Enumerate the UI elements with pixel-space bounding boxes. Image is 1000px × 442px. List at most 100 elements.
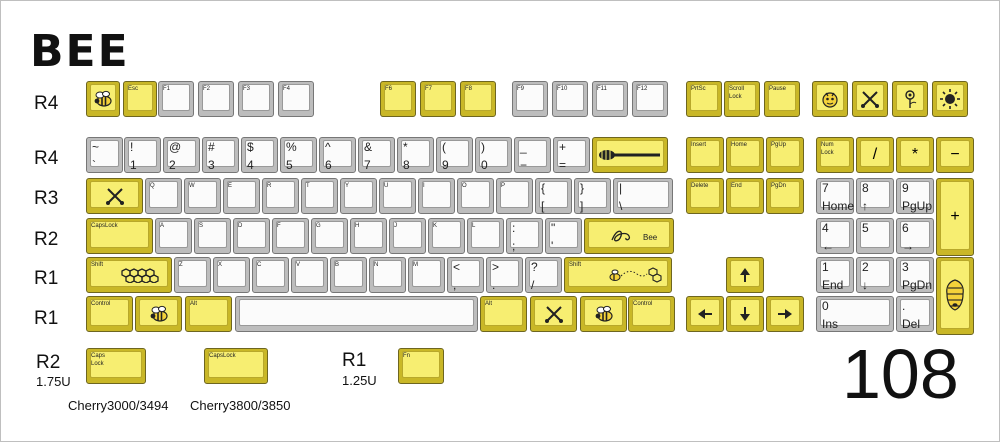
key-legend: ) <box>481 140 485 154</box>
key-legend: / <box>531 278 535 292</box>
key-win-left <box>135 296 182 332</box>
r1-size: 1.25U <box>342 373 377 388</box>
keycap-face <box>334 260 363 287</box>
key-quote: "' <box>545 218 582 254</box>
key-num-divide: / <box>856 137 894 173</box>
key-legend: ? <box>531 260 538 274</box>
key-home: Home <box>726 137 764 173</box>
keycap-face <box>556 84 584 111</box>
keycap-face <box>149 181 178 208</box>
key-f8: F9 <box>512 81 548 117</box>
key-legend: O <box>462 183 467 189</box>
key-legend: ] <box>580 199 584 213</box>
keycap-face <box>464 84 492 111</box>
keycap-face <box>461 181 490 208</box>
keycap-face <box>856 84 884 111</box>
keycap-face <box>632 299 671 326</box>
key-count: 108 <box>842 335 959 413</box>
key-legend: Ins <box>822 317 839 331</box>
keycap-face <box>534 299 573 326</box>
key-legend: Alt <box>485 301 493 307</box>
bee-icon <box>87 82 119 116</box>
key-t: T <box>301 178 338 214</box>
keycap-face <box>305 181 334 208</box>
key-esc: Esc <box>123 81 157 117</box>
key-num-4: 4← <box>816 218 854 254</box>
key-arrow-down <box>726 296 764 332</box>
key-legend: | <box>619 181 623 195</box>
key-end: End <box>726 178 764 214</box>
keycap-face <box>617 181 669 208</box>
key-s: S <box>194 218 231 254</box>
key-legend: 1 <box>822 260 829 274</box>
keycap-face <box>730 299 760 326</box>
swords-icon <box>87 179 142 213</box>
key-f3: F3 <box>238 81 274 117</box>
key-legend: 8 <box>403 158 410 172</box>
key-sun-key <box>932 81 968 117</box>
keycap-face <box>245 140 274 167</box>
r2-size: 1.75U <box>36 374 71 389</box>
key-num-enter <box>936 257 974 335</box>
keycap-face <box>90 351 142 378</box>
key-legend: Control <box>91 301 111 307</box>
key-legend: PgDn <box>771 183 787 189</box>
key-x: X <box>213 257 250 293</box>
key-legend: ↓ <box>862 278 868 292</box>
key-capslock-1.75u-a: Caps Lock <box>86 348 146 384</box>
key-legend: F3 <box>243 86 251 92</box>
key-legend: < <box>453 260 461 274</box>
key-legend: E <box>228 183 233 189</box>
key-digit-0: )0 <box>475 137 512 173</box>
key-m: M <box>408 257 445 293</box>
key-legend: M <box>413 262 418 268</box>
key-g: G <box>311 218 348 254</box>
key-legend: _ <box>520 140 527 154</box>
r1-label: R1 <box>342 350 367 371</box>
keycap-face <box>900 299 930 326</box>
key-digit-6: ^6 <box>319 137 356 173</box>
key-b: B <box>330 257 367 293</box>
keycap-face <box>206 140 235 167</box>
keycap-face <box>373 260 402 287</box>
keycap-face <box>178 260 207 287</box>
arrow-up-icon <box>727 258 763 292</box>
key-legend: 2 <box>862 260 869 274</box>
key-legend: B <box>335 262 340 268</box>
signature-icon <box>585 219 673 253</box>
key-legend: ~ <box>92 140 100 154</box>
key-f4: F4 <box>278 81 314 117</box>
key-legend: F6 <box>385 86 393 92</box>
arrow-left-icon <box>687 297 723 331</box>
key-capslock-1.75u-b: CapsLock <box>204 348 268 384</box>
keycap-face <box>189 299 228 326</box>
row-label-r1: R1 <box>34 268 59 289</box>
key-digit-5: %5 <box>280 137 317 173</box>
keycap-face <box>295 260 324 287</box>
keycap-face <box>90 140 119 167</box>
key-legend: # <box>208 140 215 154</box>
keycap-face <box>128 140 157 167</box>
keycap-face <box>344 181 373 208</box>
key-digit-3: #3 <box>202 137 239 173</box>
key-legend: ( <box>442 140 446 154</box>
key-legend: 4 <box>247 158 254 172</box>
keycap-face <box>440 140 469 167</box>
key-legend: F12 <box>637 86 648 92</box>
profile-a: Cherry3000/3494 <box>68 398 169 413</box>
row-label-r2: R2 <box>34 229 59 250</box>
key-k: K <box>428 218 465 254</box>
key-legend: L <box>472 223 476 229</box>
key-fn-right <box>530 296 577 332</box>
keycap-face <box>323 140 352 167</box>
key-legend: 3 <box>208 158 215 172</box>
keycap-face <box>412 260 441 287</box>
key-i: I <box>418 178 455 214</box>
key-legend: 9 <box>442 158 449 172</box>
key-period: >. <box>486 257 523 293</box>
key-e: E <box>223 178 260 214</box>
honeycomb-icon <box>87 258 171 292</box>
keycap-face <box>900 181 930 208</box>
keycap-face <box>362 140 391 167</box>
